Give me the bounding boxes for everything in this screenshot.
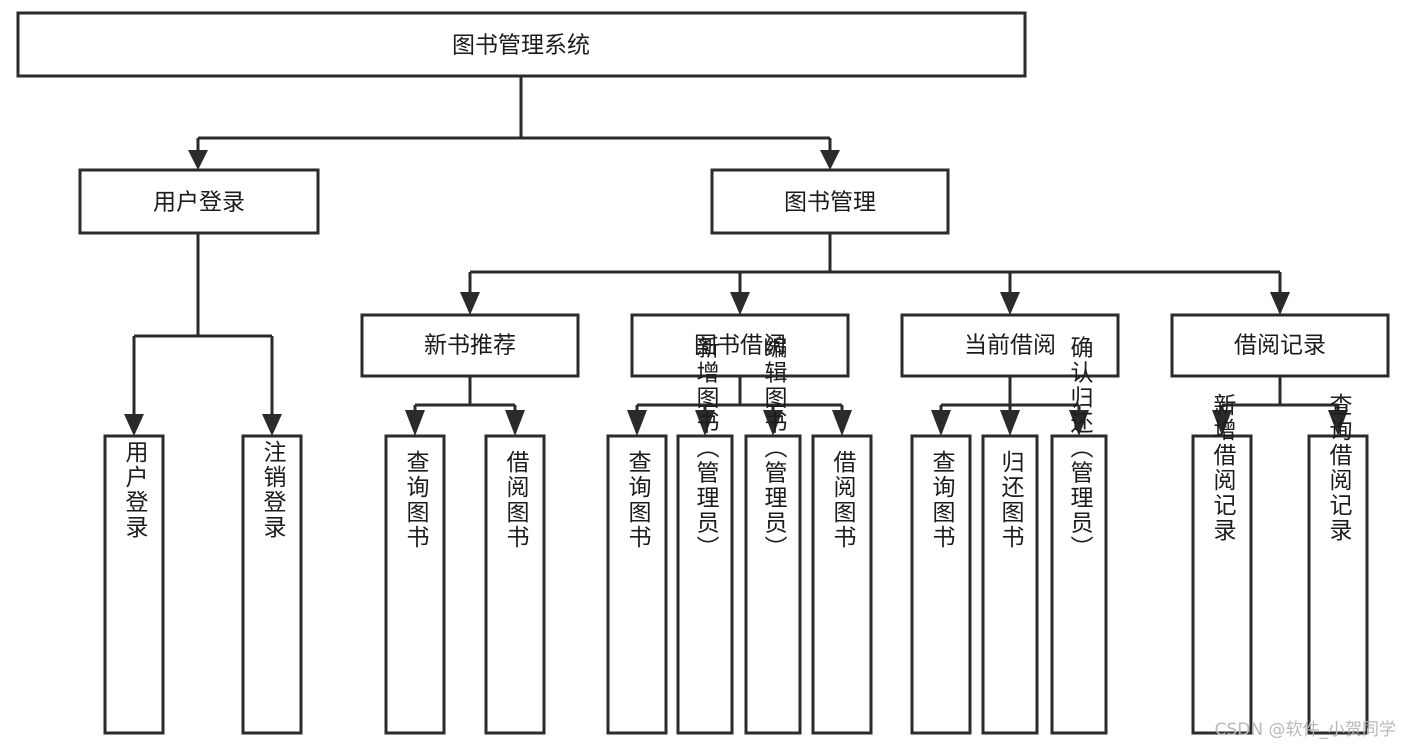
node-book-manage-label: 图书管理 (784, 190, 876, 216)
node-book-borrow-label: 图书借阅 (694, 333, 786, 359)
arrow-head-leaf-edit-book (763, 410, 783, 436)
arrow-head-leaf-query-book-3 (931, 410, 951, 436)
node-borrow-record-label: 借阅记录 (1234, 333, 1326, 359)
node-leaf-borrow-book-2-box[interactable] (811, 434, 873, 735)
arrow-head-leaf-borrow-book-2 (832, 410, 852, 436)
node-root-box[interactable] (16, 11, 1027, 78)
arrow-head-leaf-return-book (1000, 410, 1020, 436)
node-leaf-user-logout-label: 注销登录 (259, 440, 287, 540)
csdn-watermark: CSDN @软件_小贺同学 (1215, 720, 1396, 740)
arrow-head-book-borrow (730, 292, 750, 315)
node-book-borrow-box[interactable] (630, 313, 850, 378)
node-leaf-user-login-label: 用户登录 (121, 440, 149, 540)
arrow-head-leaf-confirm-return (1069, 410, 1089, 436)
node-leaf-add-book-box[interactable] (676, 434, 734, 735)
arrow-head-leaf-query-book-2 (627, 410, 647, 436)
node-leaf-user-login-box[interactable] (103, 434, 165, 735)
node-root[interactable]: 图书管理系统 (16, 11, 1027, 78)
node-leaf-confirm-return[interactable]: 确认归还（管理员） (1050, 336, 1108, 735)
node-borrow-record[interactable]: 借阅记录 (1170, 313, 1390, 378)
node-user-login-box[interactable] (78, 168, 320, 235)
node-leaf-borrow-book-1[interactable]: 借阅图书 (484, 434, 546, 735)
node-leaf-add-record-label: 新增借阅记录 (1209, 393, 1237, 543)
node-leaf-query-book-2[interactable]: 查询图书 (606, 434, 668, 735)
node-book-manage-box[interactable] (710, 168, 950, 235)
node-leaf-query-book-2-label: 查询图书 (624, 450, 652, 550)
arrow-head-user-login (188, 150, 208, 170)
arrow-head-new-book-recommend (460, 292, 480, 315)
arrow-head-leaf-borrow-book-1 (505, 410, 525, 436)
node-leaf-return-book-label: 归还图书 (997, 450, 1025, 550)
node-user-login-label: 用户登录 (153, 190, 245, 216)
node-leaf-query-book-3[interactable]: 查询图书 (910, 434, 972, 735)
node-leaf-return-book[interactable]: 归还图书 (981, 434, 1039, 735)
node-new-book-recommend-box[interactable] (360, 313, 580, 378)
node-leaf-query-book-1-label: 查询图书 (402, 450, 430, 550)
node-book-manage[interactable]: 图书管理 (710, 168, 950, 235)
node-leaf-add-record-box[interactable] (1191, 434, 1253, 735)
arrow-head-leaf-query-record (1328, 410, 1348, 436)
node-leaf-borrow-book-1-box[interactable] (484, 434, 546, 735)
node-leaf-query-record-box[interactable] (1307, 434, 1369, 735)
node-current-borrow-box[interactable] (900, 313, 1120, 378)
node-leaf-query-book-3-label: 查询图书 (928, 450, 956, 550)
node-new-book-recommend-label: 新书推荐 (424, 333, 516, 359)
node-leaf-query-record-label: 查询借阅记录 (1325, 393, 1353, 543)
node-user-login[interactable]: 用户登录 (78, 168, 320, 235)
arrow-head-borrow-record (1270, 292, 1290, 315)
node-leaf-borrow-book-1-label: 借阅图书 (502, 450, 530, 550)
node-root-label: 图书管理系统 (452, 33, 590, 59)
node-leaf-confirm-return-label: 确认归还（管理员） (1066, 336, 1094, 561)
node-leaf-edit-book-box[interactable] (744, 434, 802, 735)
arrow-head-leaf-user-login (124, 414, 144, 436)
node-leaf-confirm-return-box[interactable] (1050, 434, 1108, 735)
node-leaf-edit-book-label: 编辑图书（管理员） (760, 336, 788, 561)
node-current-borrow-label: 当前借阅 (964, 333, 1056, 359)
node-new-book-recommend[interactable]: 新书推荐 (360, 313, 580, 378)
connector-layer (124, 76, 1348, 436)
node-current-borrow[interactable]: 当前借阅 (900, 313, 1120, 378)
arrow-head-current-borrow (1000, 292, 1020, 315)
node-leaf-user-logout[interactable]: 注销登录 (241, 434, 303, 735)
arrow-head-leaf-add-record (1212, 410, 1232, 436)
node-leaf-query-book-1[interactable]: 查询图书 (384, 434, 446, 735)
node-borrow-record-box[interactable] (1170, 313, 1390, 378)
node-leaf-user-login[interactable]: 用户登录 (103, 434, 165, 735)
arrow-head-leaf-query-book-1 (405, 410, 425, 436)
node-leaf-user-logout-box[interactable] (241, 434, 303, 735)
node-leaf-borrow-book-2[interactable]: 借阅图书 (811, 434, 873, 735)
node-leaf-query-record[interactable]: 查询借阅记录 (1307, 393, 1369, 735)
node-leaf-add-book-label: 新增图书（管理员） (692, 336, 720, 561)
node-leaf-borrow-book-2-label: 借阅图书 (829, 450, 857, 550)
node-leaf-return-book-box[interactable] (981, 434, 1039, 735)
node-leaf-edit-book[interactable]: 编辑图书（管理员） (744, 336, 802, 735)
node-leaf-query-book-1-box[interactable] (384, 434, 446, 735)
node-leaf-add-record[interactable]: 新增借阅记录 (1191, 393, 1253, 735)
node-book-borrow[interactable]: 图书借阅 (630, 313, 850, 378)
arrow-head-leaf-user-logout (262, 414, 282, 436)
arrow-head-book-manage (820, 150, 840, 170)
node-leaf-query-book-3-box[interactable] (910, 434, 972, 735)
node-leaf-query-book-2-box[interactable] (606, 434, 668, 735)
node-leaf-add-book[interactable]: 新增图书（管理员） (676, 336, 734, 735)
arrow-head-leaf-add-book (695, 410, 715, 436)
